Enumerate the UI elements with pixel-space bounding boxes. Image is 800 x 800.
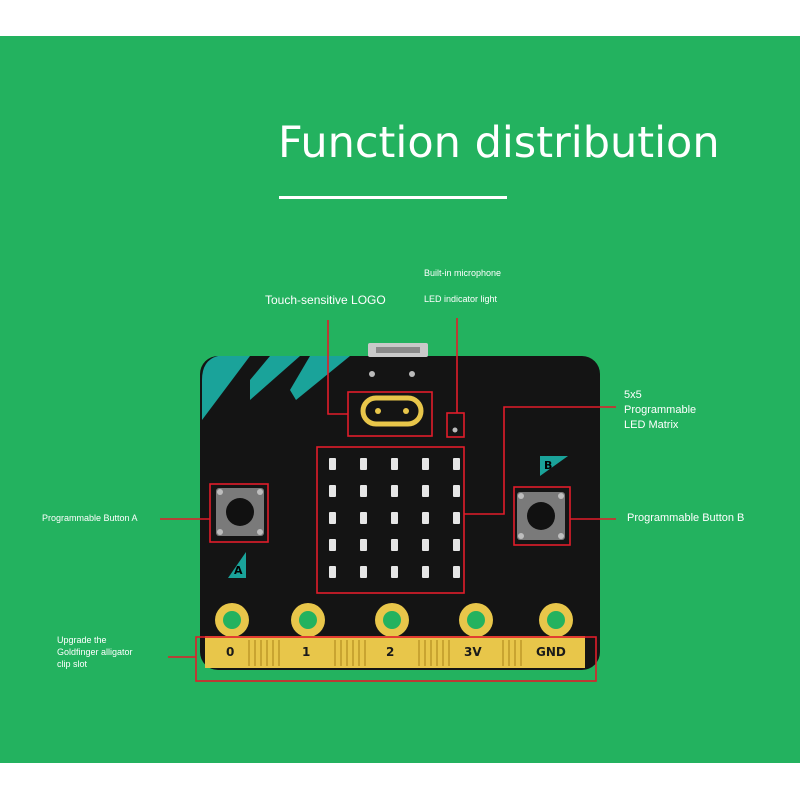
button-b-mark: B [544,459,552,472]
led-1-2 [391,485,398,497]
led-0-2 [391,458,398,470]
led-4-1 [360,566,367,578]
led-0-3 [422,458,429,470]
button-b [517,492,565,540]
led-3-0 [329,539,336,551]
led-matrix [329,458,460,578]
button-a-marker [228,552,246,578]
led-2-1 [360,512,367,524]
label-goldfinger-line3: clip slot [57,659,88,670]
callout-led-indicator-box [446,412,465,438]
callout-logo-leader [327,320,348,415]
pin-hole-gnd [547,611,565,629]
pin-hole-2 [383,611,401,629]
touch-logo [360,371,424,427]
button-a-corner [257,489,263,495]
label-led-matrix-line1: 5x5 [624,389,642,401]
label-microphone: Built-in microphone [424,268,502,278]
button-a-corner [217,489,223,495]
label-touch-logo: Touch-sensitive LOGO [265,293,386,307]
logo-dot-left [369,371,375,377]
led-4-4 [453,566,460,578]
logo-ring [360,395,424,427]
label-led-matrix-line3: LED Matrix [624,418,679,431]
led-4-3 [422,566,429,578]
led-2-2 [391,512,398,524]
pin-label-3v: 3V [464,645,482,659]
button-b-corner [518,533,524,539]
label-led-matrix: 5x5 Programmable LED Matrix [624,388,764,433]
pin-label-1: 1 [302,645,310,659]
callout-button-b-box [513,486,571,546]
microbit-board [200,343,600,670]
button-a [216,488,264,536]
teal-stripe-2 [250,356,300,400]
callout-button-a-box [209,483,269,543]
button-a-corner [217,529,223,535]
pin-label-gnd: GND [536,645,566,659]
led-0-4 [453,458,460,470]
teal-stripe-1 [202,356,250,420]
pin-hole-0 [223,611,241,629]
label-goldfinger-line1: Upgrade the [57,635,107,645]
led-3-4 [453,539,460,551]
label-goldfinger-line2: Goldfinger alligator [57,647,133,658]
board-body [200,356,600,670]
led-2-0 [329,512,336,524]
callout-led-matrix-leader [464,406,616,515]
led-1-3 [422,485,429,497]
label-led-indicator: LED indicator light [424,294,498,304]
title-underline [279,196,507,199]
callout-led-matrix-box [316,446,465,594]
label-led-matrix-line2: Programmable [624,403,697,416]
led-3-3 [422,539,429,551]
callouts [160,318,616,682]
label-button-a: Programmable Button A [42,513,138,523]
led-0-1 [360,458,367,470]
led-0-0 [329,458,336,470]
button-a-cap [226,498,254,526]
led-4-2 [391,566,398,578]
button-b-corner [518,493,524,499]
page-title: Function distribution [278,118,720,168]
microphone-hole [452,427,458,433]
logo-eye-left [375,408,381,414]
usb-port-inner [376,347,420,353]
pin-hole-3v [467,611,485,629]
led-1-0 [329,485,336,497]
button-b-corner [558,533,564,539]
label-button-b: Programmable Button B [627,512,745,524]
led-3-1 [360,539,367,551]
led-2-4 [453,512,460,524]
led-2-3 [422,512,429,524]
callout-goldfinger-box [195,636,597,682]
button-b-corner [558,493,564,499]
pin-label-2: 2 [386,645,394,659]
button-b-marker [540,456,568,476]
logo-eye-right [403,408,409,414]
led-4-0 [329,566,336,578]
logo-dot-right [409,371,415,377]
led-1-1 [360,485,367,497]
button-a-corner [257,529,263,535]
button-a-mark: A [234,564,243,577]
pin-hole-1 [299,611,317,629]
button-b-cap [527,502,555,530]
led-3-2 [391,539,398,551]
label-goldfinger: Upgrade the Goldfinger alligator clip sl… [57,634,177,670]
led-1-4 [453,485,460,497]
teal-stripe-3 [290,356,350,400]
gold-edge-connector: 0 1 2 3V GND [205,603,585,668]
pin-label-0: 0 [226,645,234,659]
gold-fingers [248,640,522,666]
